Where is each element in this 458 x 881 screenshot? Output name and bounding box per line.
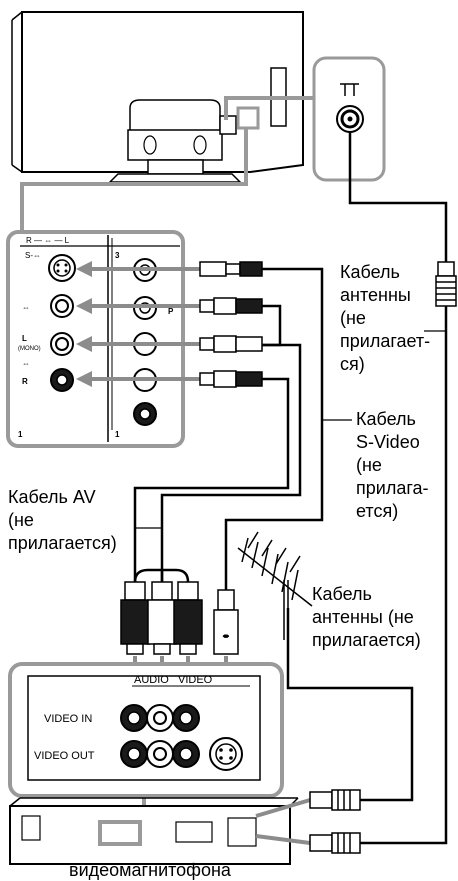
input-number-3: 3	[115, 251, 120, 260]
antenna-cable-mid-line-2: антенны (не	[312, 607, 414, 627]
audio-label: AUDIO	[134, 674, 169, 686]
svg-text:⇔: ⇔	[22, 303, 30, 312]
antenna-cable-label-mid: Кабель антенны (не прилагается)	[312, 584, 421, 650]
vcr-panel: AUDIO VIDEO VIDEO IN VIDEO OUT	[8, 662, 284, 798]
tv-input-arrows	[76, 261, 200, 387]
av-cable-line-2: (не	[8, 510, 34, 530]
mono-sub-label: (MONO)	[18, 346, 41, 352]
antenna-cable-label-right: Кабель антенны (не прилагает- ся)	[340, 262, 430, 374]
tv-input-panel: R — ⇔ — L S-⇔ 3 ⇔ L (MONO) ⇔ R 1 1 P	[6, 230, 185, 448]
video-label: VIDEO	[178, 674, 213, 686]
tv-side-plugs	[199, 261, 263, 388]
label-leaders	[136, 330, 446, 689]
callout-lines	[20, 96, 322, 230]
antenna-cable-right-line-3: (не	[340, 308, 366, 328]
antenna-cable-right-line-5: ся)	[340, 354, 365, 374]
antenna-cable-mid-line-3: прилагается)	[312, 630, 421, 650]
av-cable-label: Кабель AV (не прилагается)	[8, 487, 117, 553]
antenna-socket-zoom	[312, 56, 386, 182]
video-in-label: VIDEO IN	[44, 713, 92, 725]
video-out-label: VIDEO OUT	[34, 750, 95, 762]
av-cable-line-3: прилагается)	[8, 533, 117, 553]
svideo-cable-line-3: (не	[356, 455, 382, 475]
r-label: R	[22, 377, 28, 386]
vcr-side-plugs: ⇔	[120, 581, 239, 655]
svideo-cable-line-1: Кабель	[356, 409, 416, 429]
svideo-cable-line-4: прилага-	[356, 478, 429, 498]
vcr-antenna-connectors	[255, 789, 361, 854]
tv-panel-top-label: R — ⇔ — L	[26, 236, 70, 245]
antenna-cable-right-line-4: прилагает-	[340, 331, 430, 351]
av-cable-line-1: Кабель AV	[8, 487, 96, 507]
bottom-number-left: 1	[18, 430, 23, 439]
p-label: P	[168, 307, 174, 316]
bottom-number-right: 1	[115, 430, 120, 439]
antenna-cable-right-line-1: Кабель	[340, 262, 400, 282]
vcr-caption: видеомагнитофона	[69, 860, 232, 880]
antenna-cable-mid-line-1: Кабель	[312, 584, 372, 604]
svideo-label: S-⇔	[25, 251, 41, 260]
svideo-cable-line-2: S-Video	[356, 432, 420, 452]
tv-back	[11, 11, 304, 183]
svideo-cable-line-5: ется)	[356, 501, 398, 521]
svg-text:⇔: ⇔	[222, 631, 230, 640]
svg-text:⇔: ⇔	[22, 359, 30, 368]
right-antenna-plug	[435, 261, 457, 307]
cables	[133, 132, 448, 845]
svideo-cable-label: Кабель S-Video (не прилага- ется)	[356, 409, 429, 521]
antenna-cable-right-line-2: антенны	[340, 285, 411, 305]
outdoor-antenna-icon	[237, 531, 313, 640]
vcr-body	[9, 797, 299, 865]
mono-l-label: L	[22, 334, 27, 343]
